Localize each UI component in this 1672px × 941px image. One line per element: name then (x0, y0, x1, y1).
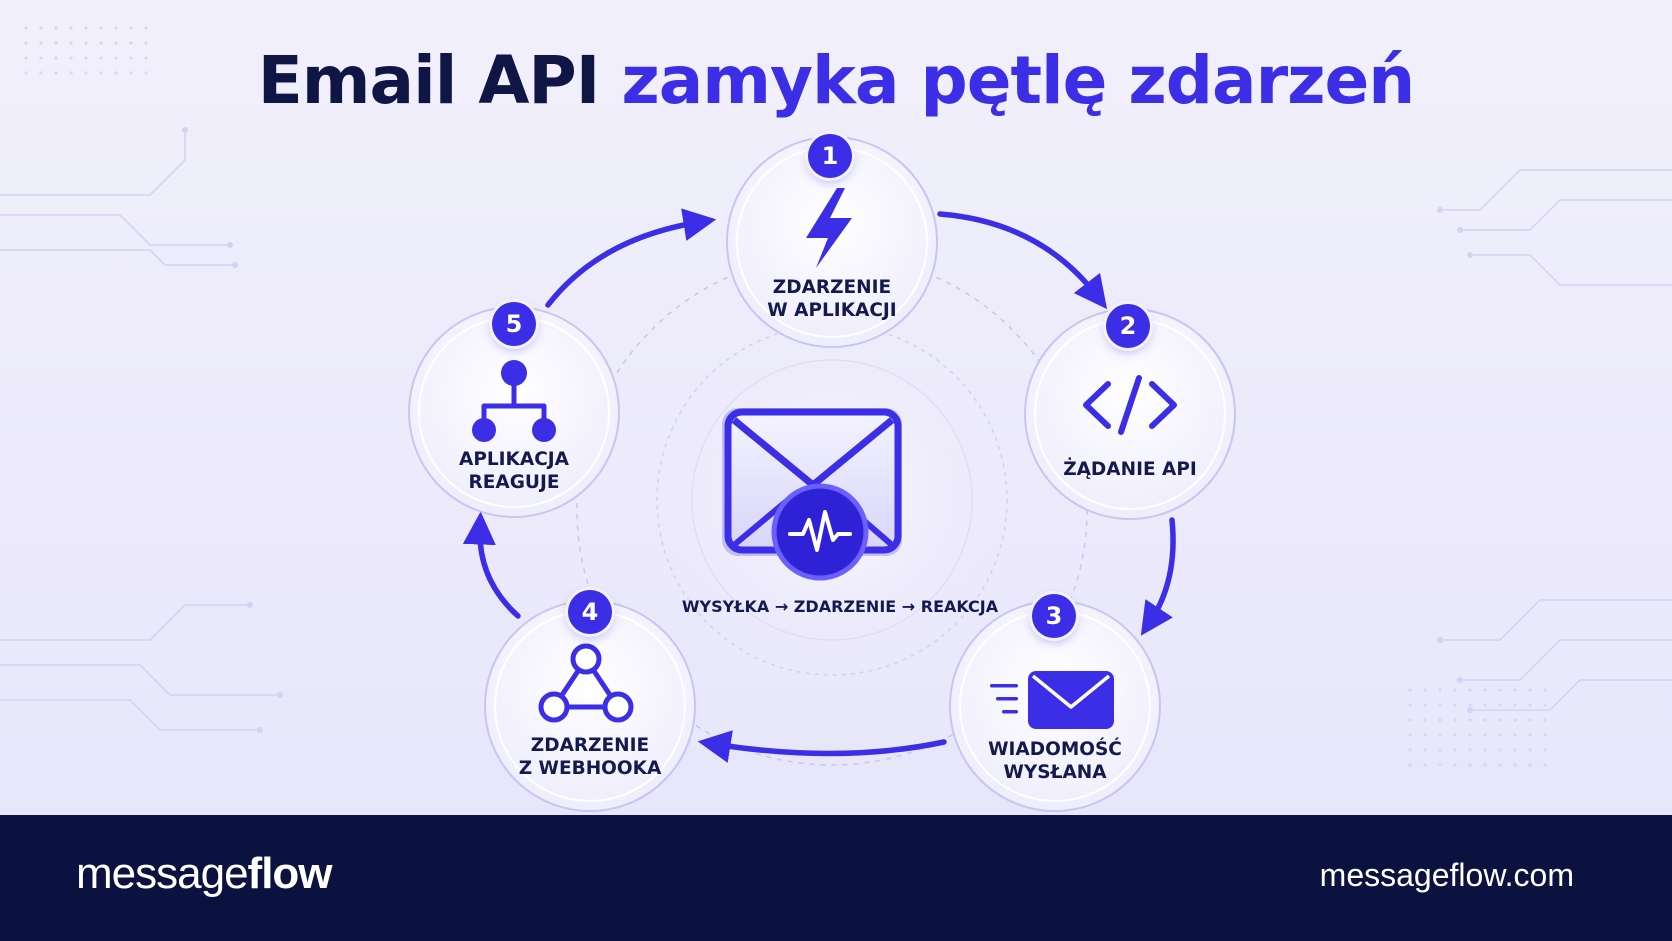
step-5-label-line1: APLIKACJA (459, 449, 569, 470)
step-2-badge: 2 (1106, 304, 1150, 348)
envelope-pulse-icon (722, 408, 902, 581)
step-3-badge: 3 (1032, 594, 1076, 638)
brand-logo-bold: flow (247, 849, 333, 898)
footer-bar: messageflow messageflow.com (0, 815, 1672, 941)
step-4-badge: 4 (568, 590, 612, 634)
title-accent: zamyka pętlę zdarzeń (621, 42, 1415, 119)
step-2-label-line1: ŻĄDANIE API (1063, 459, 1197, 480)
arrow-3-to-4 (697, 730, 947, 763)
step-4-label-line1: ZDARZENIE (530, 735, 650, 756)
step-1-badge: 1 (808, 134, 852, 178)
title-main: Email API (257, 42, 601, 119)
step-5-label: APLIKACJA REAGUJE (414, 448, 614, 494)
step-4-label-line2: Z WEBHOOKA (518, 758, 662, 779)
lightning-icon (806, 188, 852, 268)
sent-mail-icon (990, 671, 1114, 729)
step-3-label-line2: WYSŁANA (1003, 762, 1107, 783)
inner-solid-ring (691, 359, 973, 641)
step-5-badge: 5 (492, 302, 536, 346)
step-1-label-line1: ZDARZENIE (772, 277, 892, 298)
code-brackets-icon (1083, 375, 1177, 435)
website-url: messageflow.com (1319, 857, 1574, 893)
step-1-label-line2: W APLIKACJI (767, 300, 897, 321)
webhook-icon (538, 643, 634, 723)
step-5-label-line2: REAGUJE (468, 472, 560, 493)
brand-logo: messageflow (76, 849, 333, 899)
step-1-label: ZDARZENIE W APLIKACJI (732, 276, 932, 322)
step-3-label: WIADOMOŚĆ WYSŁANA (955, 738, 1155, 784)
arrow-4-to-5 (462, 511, 521, 619)
arrow-1-to-2 (937, 211, 1108, 310)
page-title: Email API zamyka pętlę zdarzeń (0, 42, 1672, 119)
hierarchy-icon (472, 360, 556, 442)
flow-caption: WYSYŁKA → ZDARZENIE → REAKCJA (681, 597, 999, 616)
step-4-label: ZDARZENIE Z WEBHOOKA (490, 734, 690, 780)
arrow-5-to-1 (545, 208, 717, 308)
step-3-label-line1: WIADOMOŚĆ (988, 739, 1122, 760)
arrow-2-to-3 (1140, 517, 1176, 636)
step-2-label: ŻĄDANIE API (1030, 458, 1230, 481)
step-node-5 (408, 306, 620, 518)
brand-logo-light: message (76, 849, 249, 898)
